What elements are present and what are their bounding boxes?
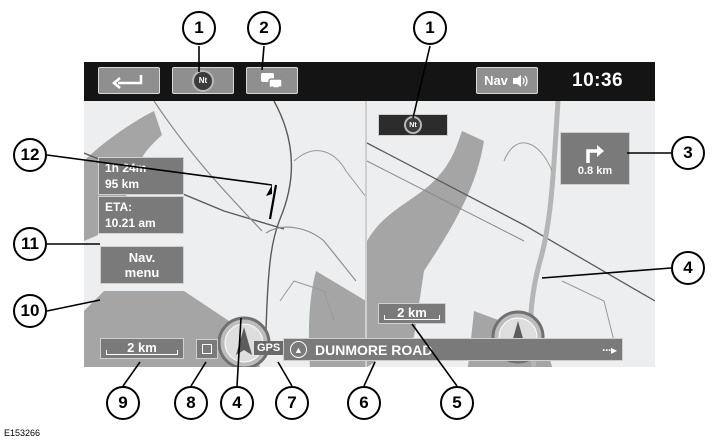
callout-number: 1 [413,11,447,45]
split-screen-button[interactable] [196,339,218,359]
back-button[interactable] [98,67,160,94]
callout-number: 5 [440,386,474,420]
north-up-icon: Nt [192,69,214,92]
road [279,280,335,322]
right-map-orientation-button[interactable]: Nt [378,114,448,136]
top-bar: Nt Nav 10:36 [84,62,655,101]
nav-screen: Nt Nav 10:36 1h 24m 95 km ETA: 10.21 am … [84,62,655,367]
current-road-bar[interactable]: ▲ DUNMORE ROAD ···▸ [283,338,623,361]
nav-menu-button[interactable]: Nav. menu [100,246,184,284]
callout-number: 6 [347,386,381,420]
clock: 10:36 [572,70,624,91]
turn-right-arrow-icon [586,145,604,163]
route-line [268,184,278,220]
left-map-scale-button[interactable]: 2 km [100,338,184,359]
scale-bar [106,350,178,355]
scale-label: 2 km [127,340,157,355]
journey-info-panel[interactable]: 1h 24m 95 km [98,157,184,195]
nav-volume-label: Nav [484,73,508,88]
eta-time: 10.21 am [105,216,156,230]
road [366,160,525,242]
journey-distance: 95 km [105,177,140,191]
road-arrow-icon: ···▸ [601,342,617,357]
nav-menu-label-line2: menu [124,265,160,280]
next-turn-panel[interactable]: 0.8 km [560,132,630,185]
callout-number: 12 [13,138,47,172]
back-arrow-icon [112,74,143,89]
map-orientation-button[interactable]: Nt [172,67,234,94]
road [561,280,615,342]
road [265,226,357,282]
road [503,142,553,172]
callout-number: 4 [220,386,254,420]
nav-volume-button[interactable]: Nav [476,67,538,94]
road [366,142,655,302]
callout-number: 3 [671,136,705,170]
right-map-scale-button[interactable]: 2 km [378,303,446,324]
callout-number: 8 [174,386,208,420]
next-turn-distance: 0.8 km [577,165,613,177]
road [265,101,292,332]
eta-label: ETA: [105,200,133,214]
split-screen-icon [202,344,212,354]
gps-indicator: GPS [254,341,284,355]
eta-panel[interactable]: ETA: 10.21 am [98,196,184,234]
road [293,150,367,198]
callout-number: 7 [275,386,309,420]
scale-label: 2 km [397,305,427,320]
scale-bar [384,315,440,320]
callout-number: 1 [182,11,216,45]
traffic-button[interactable] [246,67,298,94]
callout-number: 11 [13,227,47,261]
callout-number: 9 [106,386,140,420]
nav-menu-label-line1: Nav. [128,250,156,265]
road-name: DUNMORE ROAD [315,341,433,358]
traffic-cars-icon [261,72,283,90]
figure-id: E153266 [4,428,41,438]
callout-number: 2 [247,11,281,45]
callout-number: 4 [671,251,705,285]
speaker-icon [512,74,528,87]
callout-number: 10 [13,294,47,328]
compass-icon: ▲ [290,341,307,358]
